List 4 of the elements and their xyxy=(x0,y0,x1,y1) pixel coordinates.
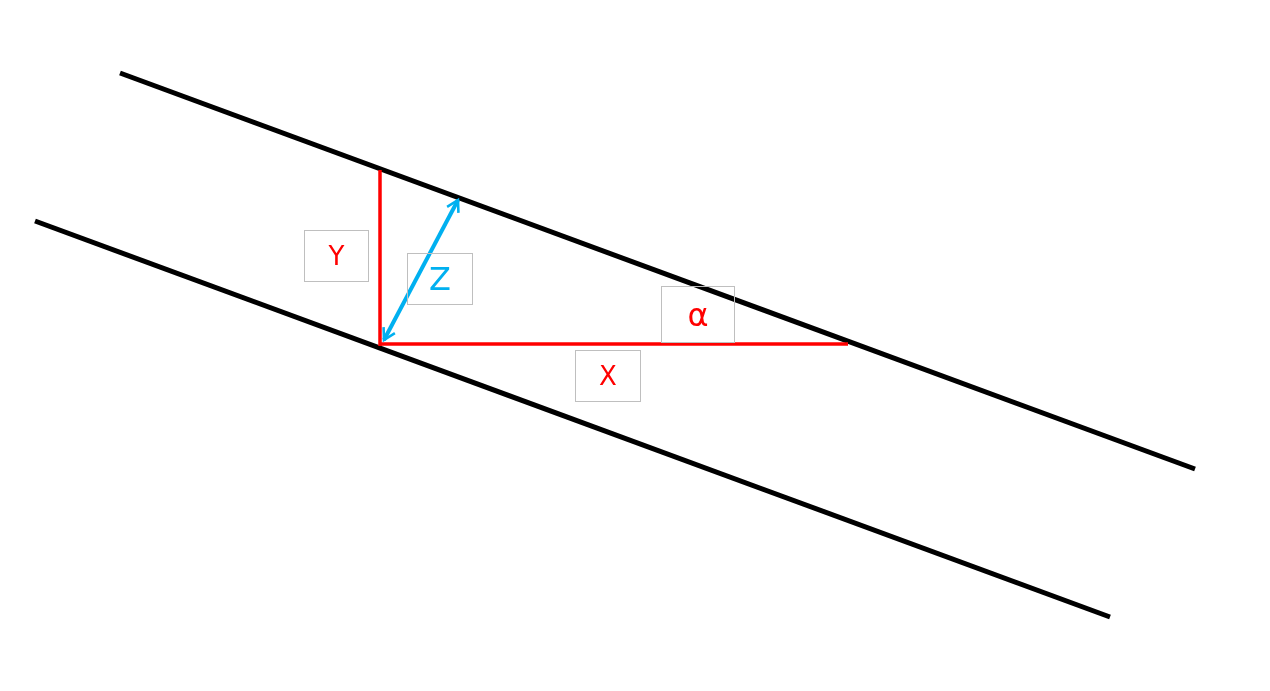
dimension-label: X xyxy=(575,350,641,402)
dimension-label: Z xyxy=(407,253,473,305)
dimension-label: α xyxy=(661,286,735,343)
dimension-label: Y xyxy=(304,230,369,282)
